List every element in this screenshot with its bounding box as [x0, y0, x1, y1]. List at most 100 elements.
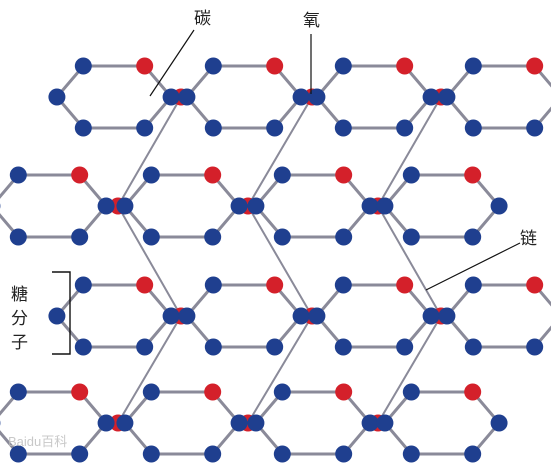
ring-carbon-atom: [273, 445, 291, 463]
ring-carbon-atom: [292, 307, 310, 325]
ring-carbon-atom: [334, 119, 352, 137]
ring-carbon-atom: [74, 276, 92, 294]
ring-carbon-atom: [464, 57, 482, 75]
ring-oxygen-atom: [204, 166, 222, 184]
ring-oxygen-atom: [266, 276, 284, 294]
ring-carbon-atom: [335, 228, 353, 246]
ring-carbon-atom: [74, 338, 92, 356]
ring-oxygen-atom: [71, 383, 89, 401]
chain-link: [117, 315, 182, 424]
chain-layer: [117, 96, 442, 424]
ring-oxygen-atom: [335, 383, 353, 401]
ring-carbon-atom: [48, 307, 66, 325]
ring-carbon-atom: [402, 228, 420, 246]
chain-link: [377, 205, 442, 317]
ring-carbon-atom: [266, 119, 284, 137]
ring-carbon-atom: [142, 383, 160, 401]
chain-link: [377, 315, 442, 424]
carbon-label: 碳: [194, 9, 211, 29]
ring-carbon-atom: [361, 197, 379, 215]
ring-carbon-atom: [178, 88, 196, 106]
ring-carbon-atom: [9, 228, 27, 246]
ring-carbon-atom: [308, 307, 326, 325]
ring-carbon-atom: [308, 88, 326, 106]
ring-carbon-atom: [334, 57, 352, 75]
chain-link: [377, 96, 442, 207]
ring-oxygen-atom: [71, 166, 89, 184]
chain-link: [117, 96, 182, 207]
ring-carbon-atom: [136, 119, 154, 137]
ring-carbon-atom: [204, 276, 222, 294]
ring-carbon-atom: [438, 307, 456, 325]
ring-carbon-atom: [162, 88, 180, 106]
ring-oxygen-atom: [526, 57, 544, 75]
ring-carbon-atom: [376, 197, 394, 215]
chain-link: [247, 96, 313, 207]
ring-oxygen-atom: [204, 383, 222, 401]
ring-oxygen-atom: [526, 276, 544, 294]
ring-carbon-atom: [74, 57, 92, 75]
annotation-layer: 碳 氧 链 糖 分 子 Baidu百科: [8, 9, 537, 449]
ring-oxygen-atom: [266, 57, 284, 75]
chain-label: 链: [520, 229, 537, 249]
ring-carbon-atom: [292, 88, 310, 106]
ring-carbon-atom: [490, 414, 508, 432]
ring-carbon-atom: [334, 338, 352, 356]
ring-oxygen-atom: [396, 276, 414, 294]
ring-carbon-atom: [116, 197, 134, 215]
chain-link: [247, 205, 313, 317]
ring-carbon-atom: [490, 197, 508, 215]
ring-carbon-atom: [361, 414, 379, 432]
ring-carbon-atom: [402, 445, 420, 463]
ring-carbon-atom: [464, 276, 482, 294]
ring-oxygen-atom: [136, 57, 154, 75]
ring-carbon-atom: [142, 166, 160, 184]
ring-carbon-atom: [422, 307, 440, 325]
ring-carbon-atom: [162, 307, 180, 325]
ring-carbon-atom: [204, 228, 222, 246]
ring-carbon-atom: [230, 197, 248, 215]
ring-carbon-atom: [334, 276, 352, 294]
ring-carbon-atom: [204, 338, 222, 356]
ring-carbon-atom: [396, 338, 414, 356]
ring-oxygen-atom: [335, 166, 353, 184]
ring-carbon-atom: [204, 119, 222, 137]
ring-carbon-atom: [74, 119, 92, 137]
ring-carbon-atom: [273, 228, 291, 246]
watermark: Baidu百科: [8, 434, 67, 449]
ring-carbon-atom: [9, 445, 27, 463]
ring-carbon-atom: [438, 88, 456, 106]
ring-carbon-atom: [71, 228, 89, 246]
ring-carbon-atom: [422, 88, 440, 106]
ring-oxygen-atom: [396, 57, 414, 75]
oxygen-label: 氧: [303, 11, 320, 31]
sugar-molecule-bracket: [52, 271, 71, 355]
ring-carbon-atom: [464, 119, 482, 137]
ring-carbon-atom: [247, 414, 265, 432]
chain-link: [117, 205, 182, 317]
ring-carbon-atom: [116, 414, 134, 432]
ring-oxygen-atom: [464, 383, 482, 401]
ring-carbon-atom: [526, 338, 544, 356]
chain-link: [247, 315, 313, 424]
sugar-label-char-1: 糖: [11, 285, 28, 305]
ring-carbon-atom: [396, 119, 414, 137]
ring-carbon-atom: [204, 57, 222, 75]
sugar-label-char-2: 分: [11, 309, 28, 329]
ring-carbon-atom: [97, 197, 115, 215]
sugar-label-char-3: 子: [11, 333, 28, 353]
ring-carbon-atom: [266, 338, 284, 356]
ring-carbon-atom: [273, 166, 291, 184]
ring-carbon-atom: [464, 338, 482, 356]
ring-carbon-atom: [402, 166, 420, 184]
ring-carbon-atom: [376, 414, 394, 432]
ring-carbon-atom: [71, 445, 89, 463]
ring-carbon-atom: [142, 228, 160, 246]
ring-carbon-atom: [9, 383, 27, 401]
ring-oxygen-atom: [136, 276, 154, 294]
ring-oxygen-atom: [464, 166, 482, 184]
ring-carbon-atom: [247, 197, 265, 215]
ring-carbon-atom: [97, 414, 115, 432]
ring-carbon-atom: [9, 166, 27, 184]
